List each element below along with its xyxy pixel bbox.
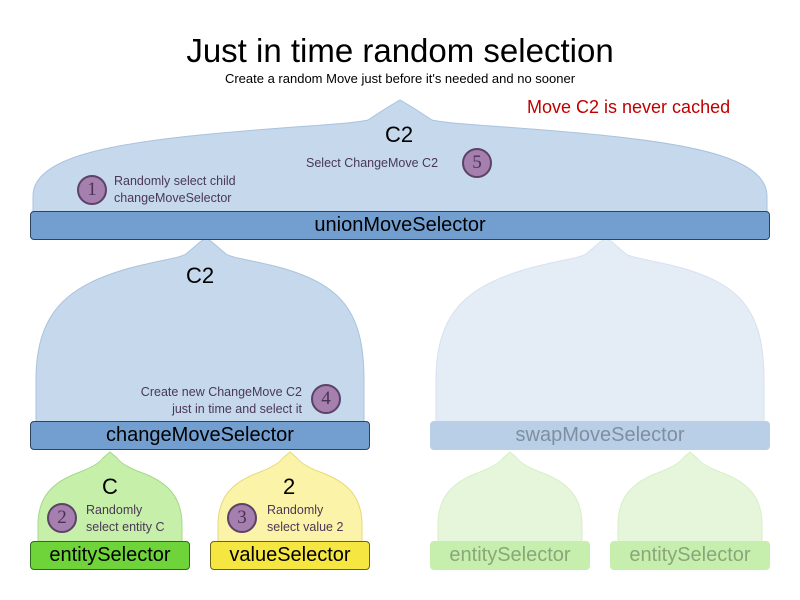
flow-arrow-union	[32, 99, 768, 213]
entity-selector: entitySelector	[30, 541, 190, 570]
flow-arrow-entity-faded-1	[437, 451, 583, 543]
step-2-badge: 2	[47, 503, 77, 533]
step-3-line-1: Randomly	[267, 503, 324, 517]
swap-move-selector: swapMoveSelector	[430, 421, 770, 450]
union-move-selector: unionMoveSelector	[30, 211, 770, 240]
move-label-middle: C2	[186, 263, 215, 288]
move-label-value: 2	[283, 474, 296, 499]
flow-arrow-swap	[435, 237, 765, 423]
step-4-line-2: just in time and select it	[172, 402, 302, 416]
step-3-text: Randomly select value 2	[267, 502, 343, 536]
diagram-subtitle: Create a random Move just before it's ne…	[224, 71, 576, 86]
entity-selector-faded-2: entitySelector	[610, 541, 770, 570]
step-4-line-1: Create new ChangeMove C2	[140, 385, 302, 399]
flow-arrow-entity-faded-2	[617, 451, 763, 543]
step-4-badge: 4	[311, 384, 341, 414]
step-4-text: Create new ChangeMove C2 just in time an…	[122, 384, 302, 418]
step-2-text: Randomly select entity C	[86, 502, 165, 536]
diagram-title: Just in time random selection	[186, 32, 614, 69]
step-3-line-2: select value 2	[267, 520, 344, 534]
step-1-text: Randomly select child changeMoveSelector	[114, 173, 236, 207]
step-1-line-1: Randomly select child	[114, 174, 236, 188]
step-1-badge: 1	[77, 175, 107, 205]
step-3-badge: 3	[227, 503, 257, 533]
step-2-line-1: Randomly	[86, 503, 143, 517]
step-5-badge: 5	[462, 148, 492, 178]
value-selector: valueSelector	[210, 541, 370, 570]
step-1-line-2: changeMoveSelector	[114, 191, 232, 205]
move-label-top: C2	[385, 122, 414, 147]
change-move-selector: changeMoveSelector	[30, 421, 370, 450]
cache-note: Move C2 is never cached	[527, 97, 731, 117]
entity-selector-faded-1: entitySelector	[430, 541, 590, 570]
move-label-entity: C	[102, 474, 118, 499]
step-5-text: Select ChangeMove C2	[306, 156, 439, 170]
step-2-line-2: select entity C	[86, 520, 165, 534]
